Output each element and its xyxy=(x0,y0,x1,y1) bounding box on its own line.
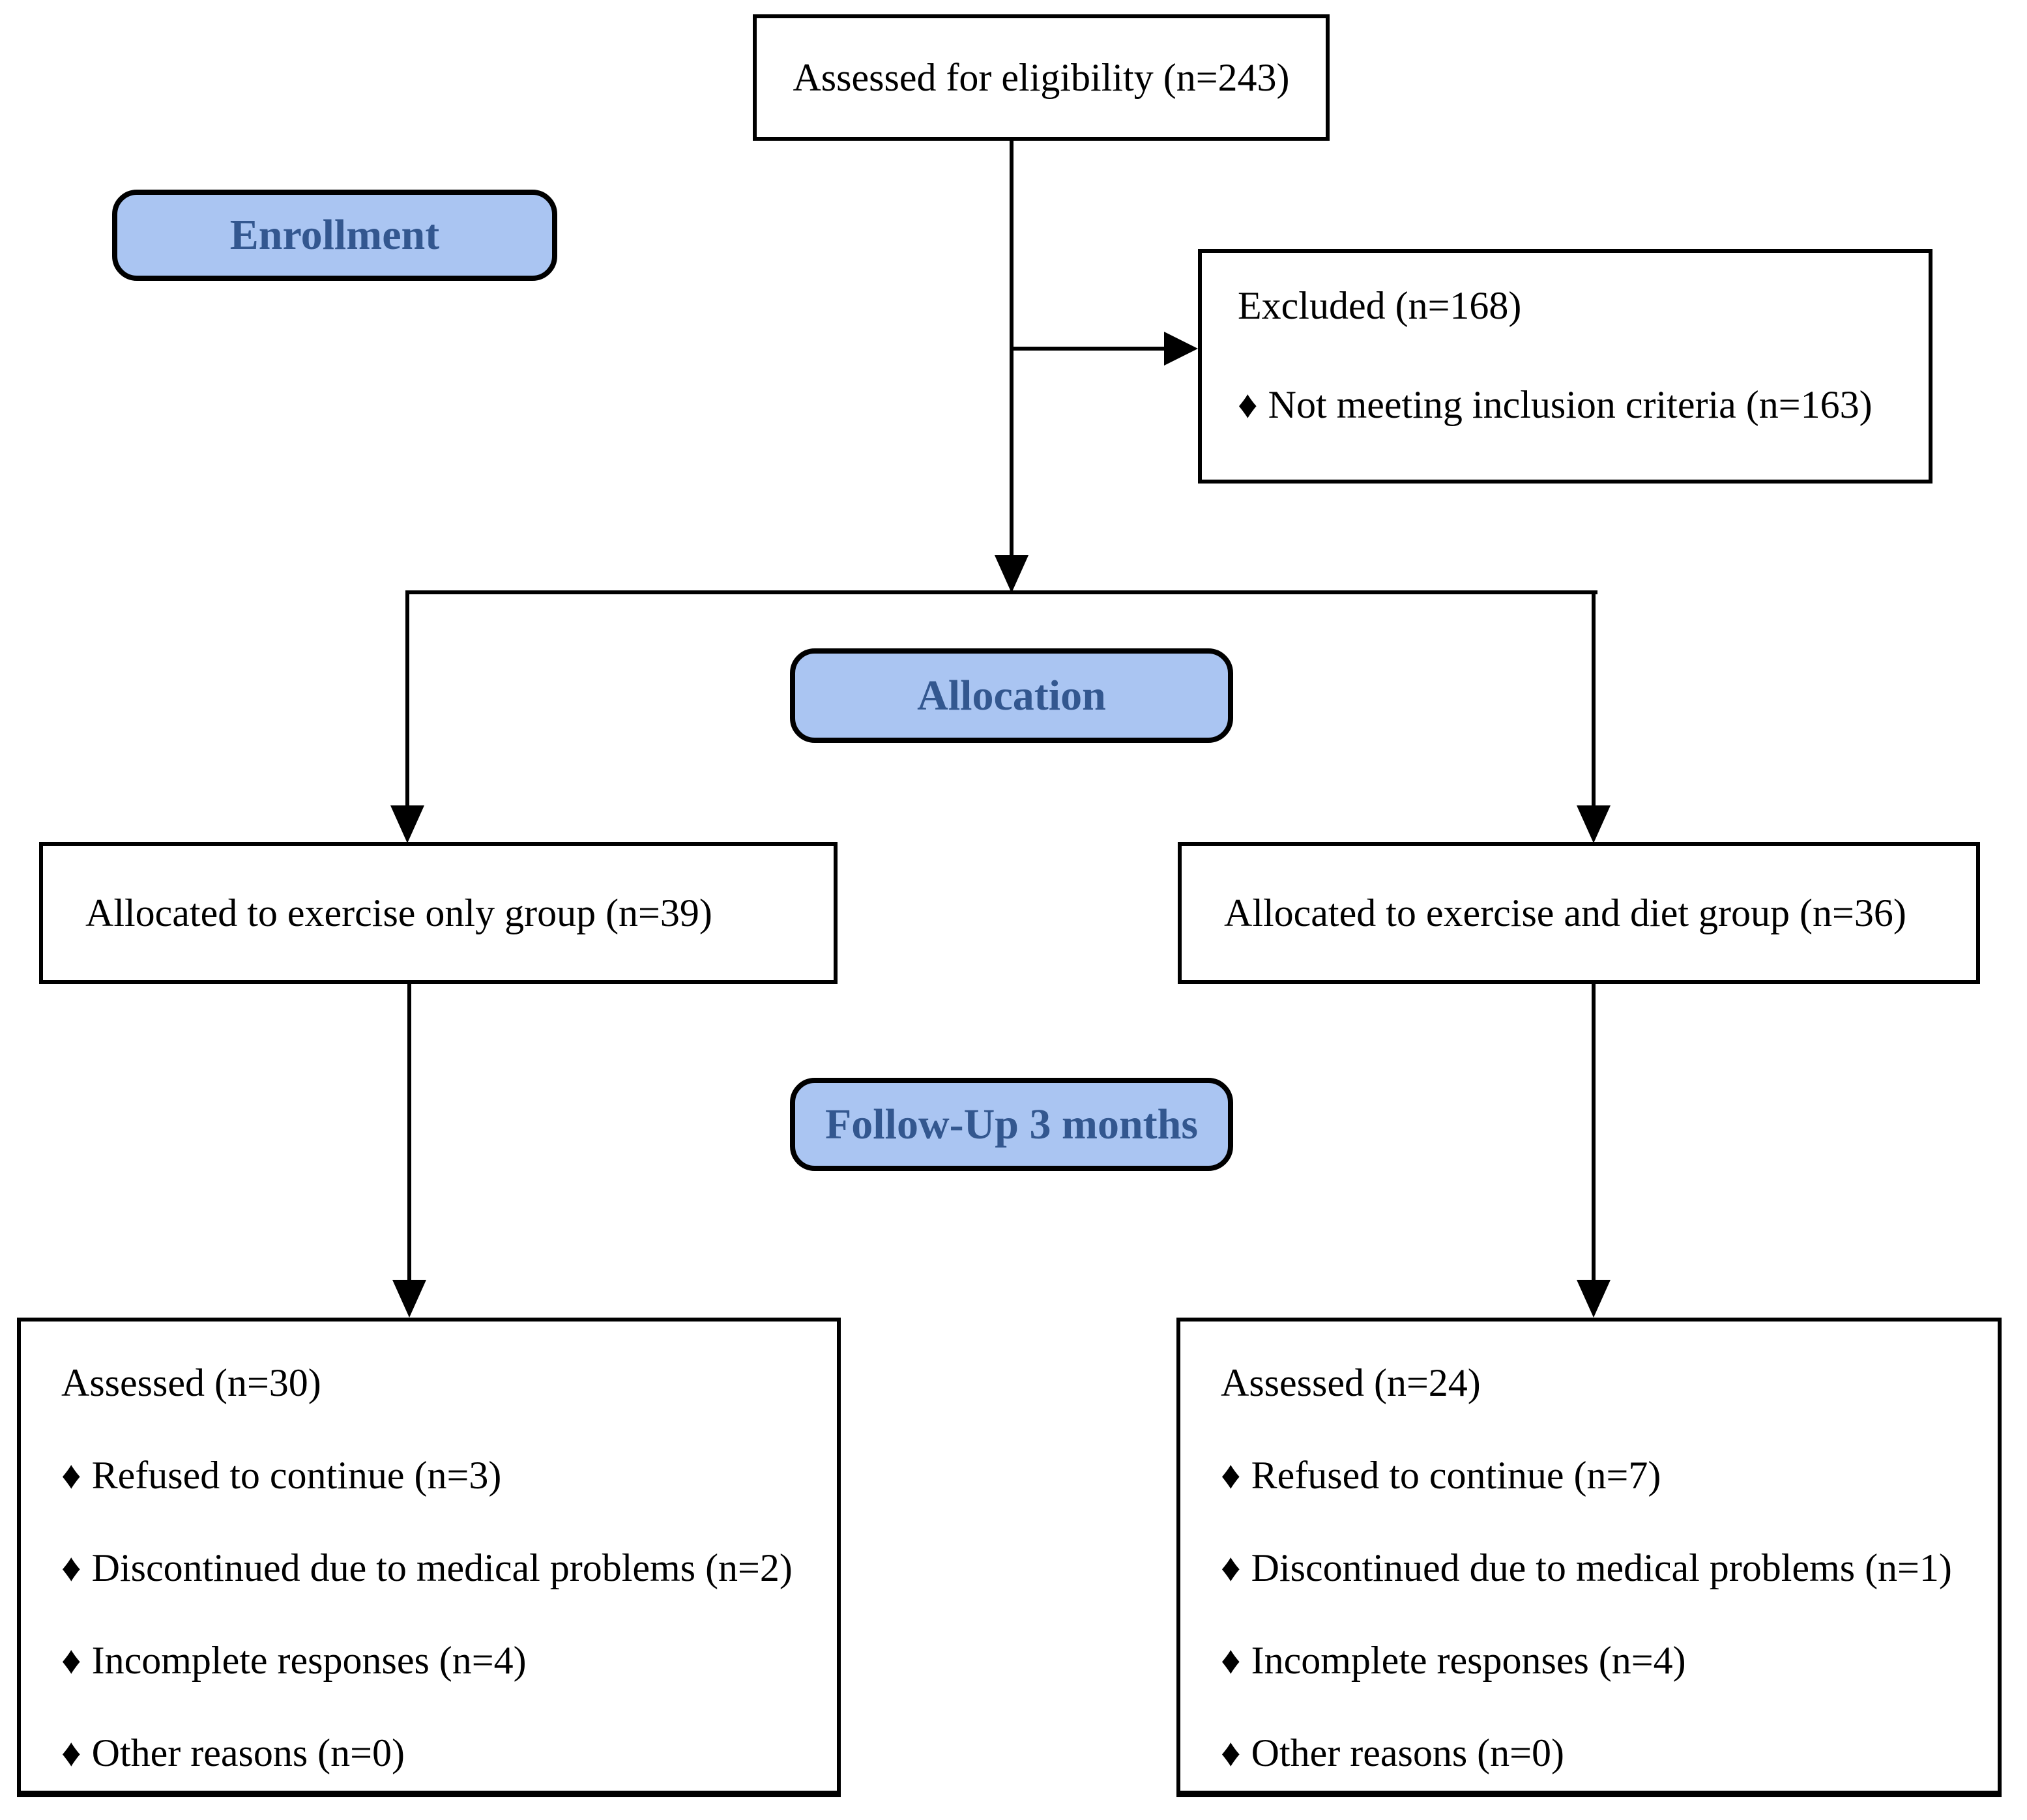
diamond-bullet-icon: ♦ xyxy=(1221,1731,1241,1774)
fu-right-item-text: Refused to continue (n=7) xyxy=(1251,1454,1661,1497)
stage-label-enrollment: Enrollment xyxy=(112,190,557,281)
list-item: ♦Incomplete responses (n=4) xyxy=(61,1637,824,1684)
arrowhead-down-icon xyxy=(995,555,1028,593)
fu-right-item-text: Incomplete responses (n=4) xyxy=(1251,1639,1686,1682)
list-item: ♦Discontinued due to medical problems (n… xyxy=(1221,1544,1985,1591)
fu-left-item-text: Discontinued due to medical problems (n=… xyxy=(91,1546,793,1589)
followup-box-exercise-diet: Assessed (n=24) ♦Refused to continue (n=… xyxy=(1176,1318,2002,1797)
diamond-bullet-icon: ♦ xyxy=(1221,1639,1241,1682)
connector-alloc-to-followup-right xyxy=(1592,983,1596,1281)
diamond-bullet-icon: ♦ xyxy=(61,1731,81,1774)
fu-right-item-text: Other reasons (n=0) xyxy=(1251,1731,1564,1774)
arrowhead-down-icon xyxy=(390,805,424,843)
allocation-label-text: Allocation xyxy=(917,671,1106,719)
arrowhead-down-icon xyxy=(1577,1280,1611,1318)
diamond-bullet-icon: ♦ xyxy=(61,1639,81,1682)
excluded-box: Excluded (n=168) ♦Not meeting inclusion … xyxy=(1198,249,1932,484)
split-horizontal-line xyxy=(405,590,1597,594)
fu-left-title: Assessed (n=30) xyxy=(61,1361,321,1404)
alloc-left-text: Allocated to exercise only group (n=39) xyxy=(85,891,712,934)
excluded-title: Excluded (n=168) xyxy=(1238,284,1522,327)
connector-alloc-to-followup-left xyxy=(407,983,411,1281)
fu-right-title: Assessed (n=24) xyxy=(1221,1361,1481,1404)
fu-left-item-text: Incomplete responses (n=4) xyxy=(91,1639,527,1682)
followup-box-exercise-only: Assessed (n=30) ♦Refused to continue (n=… xyxy=(17,1318,841,1797)
connector-split-to-alloc-right xyxy=(1592,590,1596,805)
fu-right-item-text: Discontinued due to medical problems (n=… xyxy=(1251,1546,1952,1589)
stage-label-followup: Follow-Up 3 months xyxy=(790,1078,1233,1171)
diamond-bullet-icon: ♦ xyxy=(61,1454,81,1497)
list-item: ♦Incomplete responses (n=4) xyxy=(1221,1637,1985,1684)
arrowhead-down-icon xyxy=(392,1280,426,1318)
diamond-bullet-icon: ♦ xyxy=(1221,1546,1241,1589)
arrowhead-down-icon xyxy=(1577,805,1611,843)
diamond-bullet-icon: ♦ xyxy=(61,1546,81,1589)
eligibility-box: Assessed for eligibility (n=243) xyxy=(753,14,1330,141)
fu-left-item-text: Refused to continue (n=3) xyxy=(91,1454,502,1497)
followup-label-text: Follow-Up 3 months xyxy=(824,1100,1199,1148)
list-item: ♦Discontinued due to medical problems (n… xyxy=(61,1544,824,1591)
connector-to-excluded xyxy=(1012,347,1165,351)
excluded-item-text: Not meeting inclusion criteria (n=163) xyxy=(1268,383,1873,426)
diamond-bullet-icon: ♦ xyxy=(1238,383,1258,426)
enrollment-label-text: Enrollment xyxy=(229,211,440,259)
fu-left-item-text: Other reasons (n=0) xyxy=(91,1731,405,1774)
arrowhead-right-icon xyxy=(1164,332,1198,366)
list-item: ♦Not meeting inclusion criteria (n=163) xyxy=(1238,381,1912,428)
diamond-bullet-icon: ♦ xyxy=(1221,1454,1241,1497)
stage-label-allocation: Allocation xyxy=(790,648,1233,743)
allocation-box-exercise-only: Allocated to exercise only group (n=39) xyxy=(39,842,838,984)
connector-split-to-alloc-left xyxy=(405,590,409,805)
list-item: ♦Refused to continue (n=3) xyxy=(61,1452,824,1499)
list-item: ♦Other reasons (n=0) xyxy=(1221,1729,1985,1776)
list-item: ♦Refused to continue (n=7) xyxy=(1221,1452,1985,1499)
alloc-right-text: Allocated to exercise and diet group (n=… xyxy=(1224,891,1906,934)
allocation-box-exercise-diet: Allocated to exercise and diet group (n=… xyxy=(1178,842,1980,984)
eligibility-text: Assessed for eligibility (n=243) xyxy=(793,56,1290,99)
list-item: ♦Other reasons (n=0) xyxy=(61,1729,824,1776)
